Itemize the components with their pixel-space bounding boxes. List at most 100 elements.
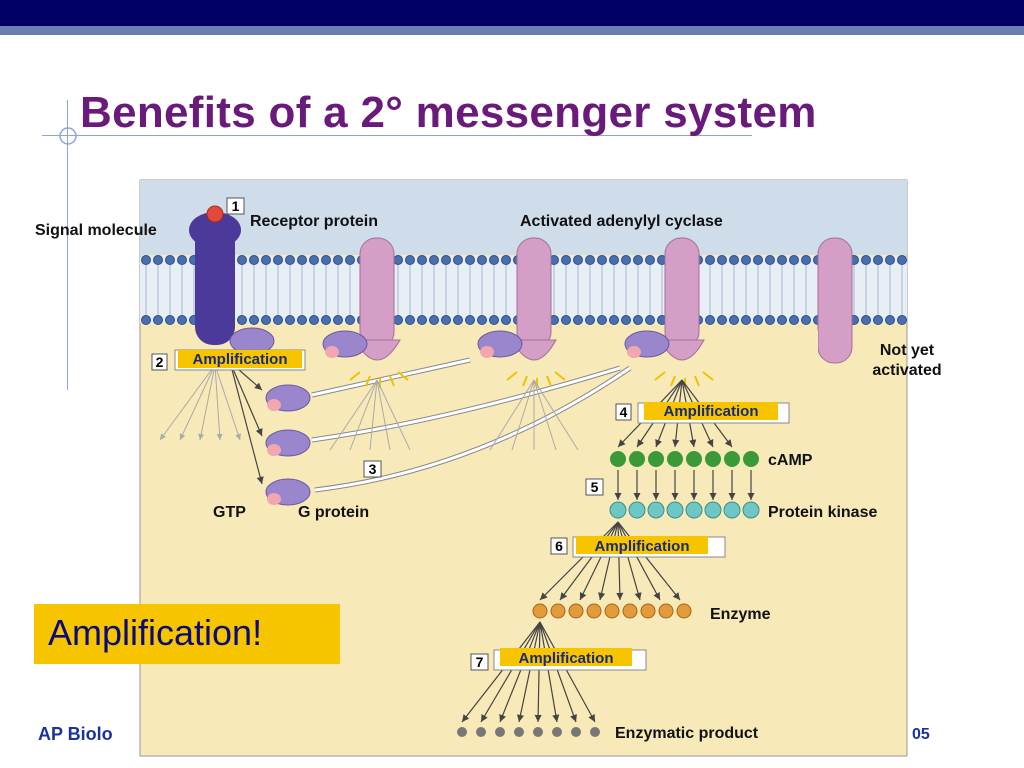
phospholipid-head [801,255,811,265]
phospholipid-head [153,255,163,265]
adenylyl-cyclase-inactive [809,237,853,364]
not-yet-activated-label: Not yet activated [872,342,942,379]
protein-kinase-label: Protein kinase [768,504,878,521]
phospholipid-head [237,255,247,265]
phospholipid-head [333,315,343,325]
step-number: 3 [369,461,377,477]
phospholipid-head [801,315,811,325]
phospholipid-head [609,255,619,265]
enzymatic-product-label: Enzymatic product [615,725,759,742]
phospholipid-head [261,255,271,265]
phospholipid-head [885,315,895,325]
phospholipid-head [405,315,415,325]
phospholipid-head [789,255,799,265]
phospholipid-head [453,255,463,265]
phospholipid-head [465,255,475,265]
gtp-label: GTP [213,504,246,521]
enzymatic-product-molecules [457,727,600,737]
step-3-marker: 3 [363,460,382,478]
amplification-label: Amplification [192,351,287,368]
phospholipid-head [429,255,439,265]
slide-title: Benefits of a 2° messenger system [80,88,817,137]
phospholipid-head [597,315,607,325]
phospholipid-head [345,255,355,265]
g-protein-ac3 [624,330,670,358]
phospholipid-head [789,315,799,325]
step-7-marker: 7 Amplification [470,648,647,671]
phospholipid-head [417,255,427,265]
phospholipid-head [165,315,175,325]
step-5-marker: 5 [585,478,604,496]
phospholipid-head [585,315,595,325]
phospholipid-head [477,315,487,325]
activation-glow [349,371,714,388]
phospholipid-head [861,255,871,265]
phospholipid-head [597,255,607,265]
phospholipid-head [345,315,355,325]
kinase-to-enzyme-arrows [539,521,681,601]
phospholipid-head [633,255,643,265]
camp-molecules [610,451,759,467]
phospholipid-head [729,255,739,265]
g-protein-free-2 [265,429,311,457]
g-protein-ac2 [477,330,523,358]
phospholipid-head [141,315,151,325]
adenylyl-cyclase-label: Activated adenylyl cyclase [520,213,723,230]
step-number: 4 [620,404,628,420]
top-bar [0,0,1024,26]
step-1-marker: 1 [226,197,245,215]
phospholipid-head [897,315,907,325]
phospholipid-head [441,315,451,325]
phospholipid-head [297,315,307,325]
phospholipid-head [729,315,739,325]
phospholipid-head [561,255,571,265]
phospholipid-head [465,315,475,325]
receptor-protein [189,205,241,345]
phospholipid-head [777,255,787,265]
phospholipid-head [705,255,715,265]
phospholipid-head [501,315,511,325]
phospholipid-head [897,255,907,265]
phospholipid-head [273,255,283,265]
footer-text: AP Biolo [38,724,113,744]
phospholipid-head [273,315,283,325]
adenylyl-cyclase-3 [659,237,705,361]
enzyme-molecules [532,603,692,619]
amplification-label: Amplification [663,403,758,420]
phospholipid-head [333,255,343,265]
step-2-marker: 2 Amplification [151,349,306,371]
phospholipid-head [177,255,187,265]
phospholipid-head [621,315,631,325]
phospholipid-head [429,315,439,325]
phospholipid-head [717,255,727,265]
phospholipid-head [237,315,247,325]
phospholipid-head [321,255,331,265]
signal-molecule [206,205,224,223]
phospholipid-head [141,255,151,265]
amplification-label: Amplification [594,538,689,555]
amplification-label: Amplification [518,650,613,667]
adenylyl-cyclase-2 [511,237,557,361]
enzyme-label: Enzyme [710,606,771,623]
phospholipid-head [561,315,571,325]
phospholipid-head [477,255,487,265]
phospholipid-head [393,255,403,265]
camp-label: cAMP [768,452,813,469]
phospholipid-head [645,255,655,265]
crosshair-circle [59,127,77,145]
phospholipid-head [489,315,499,325]
step-number: 2 [156,354,164,370]
phospholipid-head [393,315,403,325]
phospholipid-head [417,315,427,325]
phospholipid-head [453,315,463,325]
phospholipid-head [285,255,295,265]
phospholipid-head [609,315,619,325]
decor-horizontal-line [42,135,752,136]
g-protein-free-3 [265,478,311,506]
phospholipid-head [873,255,883,265]
step-4-marker: 4 Amplification [615,402,790,424]
g-protein-ac1 [322,330,368,358]
receptor-amplification-arrows [159,364,241,441]
phospholipid-head [645,315,655,325]
